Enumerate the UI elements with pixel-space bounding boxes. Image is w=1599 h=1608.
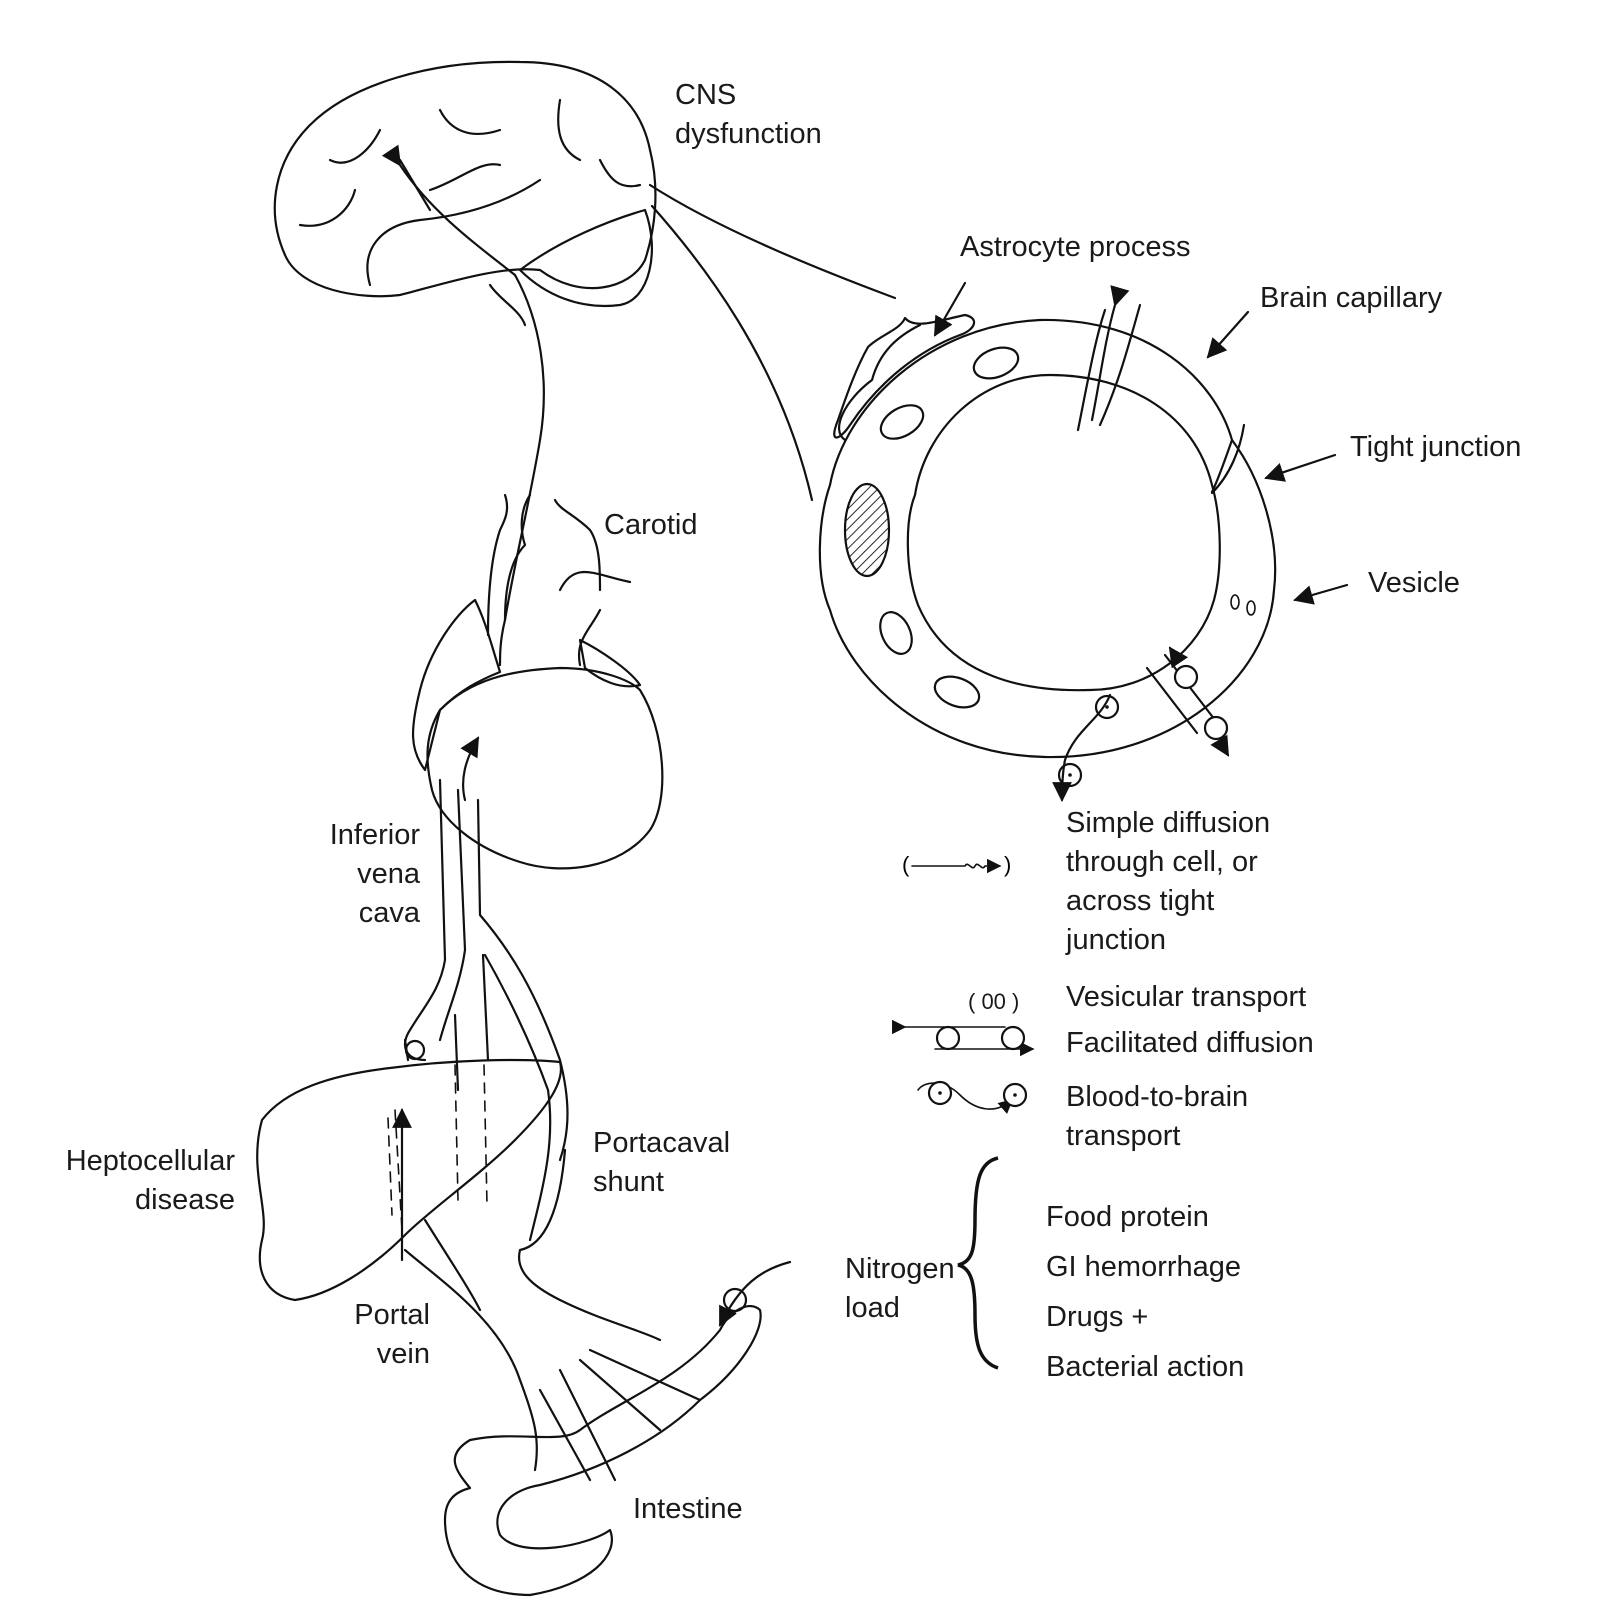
zoom-line-bottom bbox=[650, 204, 814, 502]
label-line: shunt bbox=[593, 1166, 664, 1198]
label-line: vena bbox=[357, 858, 420, 890]
nucleus bbox=[843, 482, 891, 578]
hepatic-vein-opening bbox=[404, 1039, 426, 1061]
tight-junction-label: Tight junction bbox=[1350, 431, 1522, 463]
nitrogen-source-item: Food protein bbox=[1046, 1201, 1209, 1233]
label-line: junction bbox=[1066, 924, 1166, 956]
carrier bbox=[1173, 664, 1199, 690]
mitochondrion bbox=[879, 404, 925, 440]
label-line: Simple diffusion bbox=[1066, 807, 1271, 839]
label-line: Nitrogen bbox=[845, 1253, 955, 1285]
nitrogen-load-label: Nitrogen load bbox=[845, 1250, 955, 1328]
portal-vein-label: Portal vein bbox=[320, 1296, 430, 1374]
label-line: load bbox=[845, 1292, 900, 1324]
nitrogen-sources-list: Food protein GI hemorrhage Drugs + Bacte… bbox=[1046, 1192, 1244, 1392]
brain-capillary-label: Brain capillary bbox=[1260, 282, 1443, 314]
label-line: Portal bbox=[354, 1299, 430, 1331]
carrier bbox=[1203, 715, 1229, 741]
label-line: Portacaval bbox=[593, 1127, 731, 1159]
nitrogen-source-item: Drugs + bbox=[1046, 1301, 1149, 1333]
label-line: across tight bbox=[1066, 885, 1215, 917]
label-line: Inferior bbox=[329, 819, 420, 851]
vesicle-label: Vesicle bbox=[1368, 567, 1460, 599]
astrocyte-process-label: Astrocyte process bbox=[960, 231, 1191, 263]
brain bbox=[273, 60, 657, 327]
mitochondrion bbox=[972, 346, 1020, 380]
mitochondrion bbox=[879, 611, 913, 655]
mitochondrion bbox=[933, 675, 981, 709]
intestine-label: Intestine bbox=[633, 1493, 743, 1525]
nitrogen-source-item: GI hemorrhage bbox=[1046, 1251, 1242, 1283]
label-line: through cell, or bbox=[1066, 846, 1258, 878]
label-line: vein bbox=[376, 1338, 430, 1370]
svg-text:): ) bbox=[1004, 852, 1011, 877]
intestine bbox=[443, 1304, 762, 1597]
heptocellular-disease-label: Heptocellular disease bbox=[20, 1142, 235, 1220]
nitrogen-source-item: Bacterial action bbox=[1046, 1351, 1245, 1383]
portacaval-shunt-label: Portacaval shunt bbox=[593, 1124, 730, 1202]
label-line: transport bbox=[1066, 1120, 1181, 1152]
svg-text:(: ( bbox=[902, 852, 910, 877]
inferior-vena-cava-label: Inferior vena cava bbox=[300, 816, 420, 933]
cns-dysfunction-label: CNS dysfunction bbox=[675, 76, 822, 154]
label-line: disease bbox=[135, 1184, 235, 1216]
tight-junction bbox=[1210, 438, 1234, 494]
label-line: cava bbox=[358, 897, 420, 929]
carrier-icon bbox=[892, 1019, 1035, 1057]
carotid-label: Carotid bbox=[604, 509, 698, 541]
heart bbox=[412, 493, 664, 870]
brain-capillary-cross-section bbox=[818, 285, 1277, 802]
label-line: Blood-to-brain bbox=[1066, 1081, 1249, 1113]
legend-icons: ( ) bbox=[892, 852, 1035, 1114]
legend-facilitated-diffusion: Facilitated diffusion bbox=[1066, 1027, 1314, 1059]
label-line: Heptocellular bbox=[65, 1145, 235, 1177]
cerebellum bbox=[518, 208, 653, 307]
transporter-icon bbox=[917, 1080, 1028, 1114]
legend-blood-to-brain: Blood-to-brain transport bbox=[1066, 1078, 1248, 1156]
label-line: dysfunction bbox=[675, 118, 822, 150]
zoom-line-top bbox=[648, 183, 897, 300]
nitrogen-brace bbox=[957, 1156, 999, 1370]
label-line: CNS bbox=[675, 79, 737, 111]
legend-simple-diffusion: Simple diffusion through cell, or across… bbox=[1066, 804, 1270, 960]
vesicle-icon: ( 00 ) bbox=[968, 989, 1020, 1014]
carotid-artery-path bbox=[498, 273, 545, 667]
vena-cava bbox=[403, 778, 569, 1242]
legend-vesicular-transport: Vesicular transport bbox=[1066, 981, 1307, 1013]
liver bbox=[256, 1058, 562, 1302]
wavy-arrow-icon: ( ) bbox=[902, 852, 1011, 877]
